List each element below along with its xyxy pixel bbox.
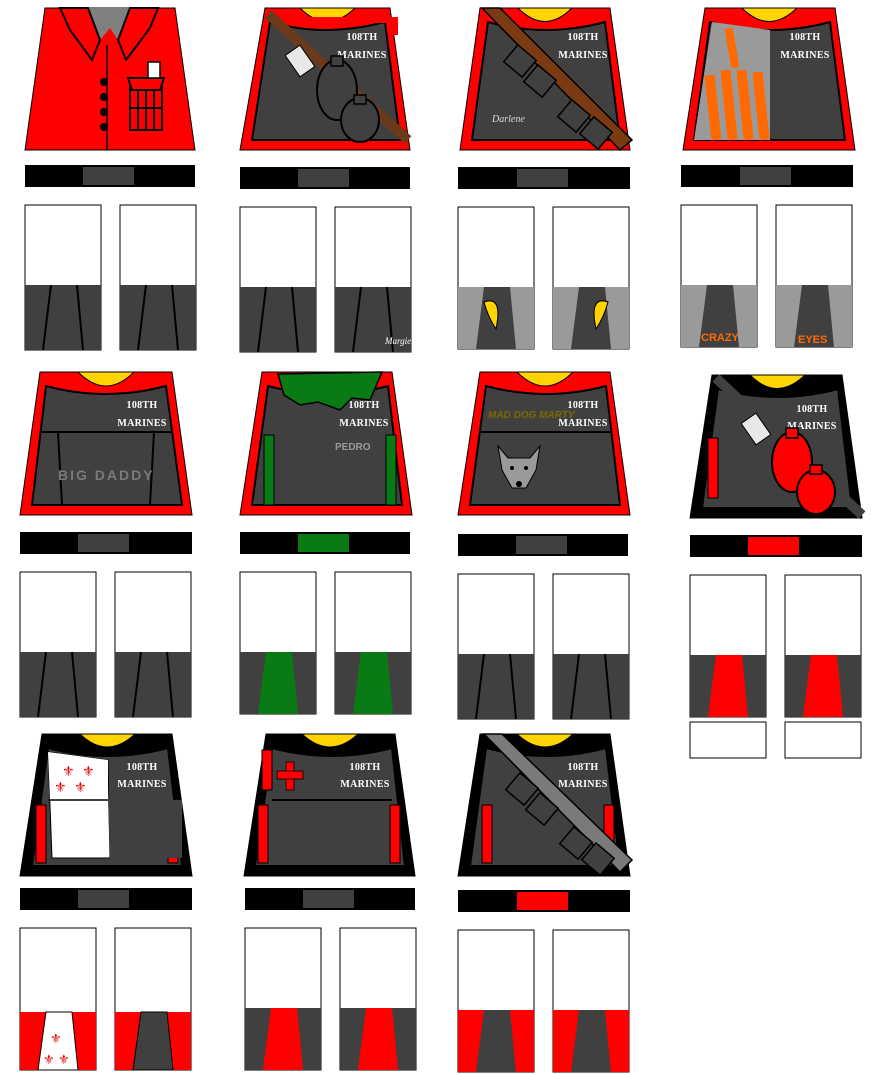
wolf-icon [497,444,541,489]
unit-label-line2: MARINES [558,779,607,790]
legs-light-gray: CRAZY EYES [680,204,853,348]
figure-black-grenadier: 108TH MARINES [689,374,866,759]
torso-red-wolf: 108TH MARINES MAD DOG MARTY [457,371,631,516]
orange-stripes-icon [704,27,770,141]
svg-text:⚜: ⚜ [58,1053,70,1068]
unit-label-line2: MARINES [340,779,389,790]
belt [20,532,192,554]
unit-label-line1: 108TH [797,404,828,415]
unit-label-line2: MARINES [787,421,836,432]
belt [20,888,192,910]
figure-grenadier: 108TH MARINES Margie [239,7,412,353]
unit-label-line1: 108TH [349,400,380,411]
torso-red-grenadier: 108TH MARINES [239,7,412,151]
scarf-icon [277,371,384,411]
grenade-icon [316,55,380,143]
unit-label-line1: 108TH [790,32,821,43]
wing-icon [483,300,499,331]
unit-label-line1: 108TH [350,762,381,773]
figure-pedro: 108TH MARINES PEDRO [239,371,413,715]
torso-name-text: BIG DADDY [58,467,155,483]
unit-label-line1: 108TH [127,762,158,773]
wing-icon [593,300,609,331]
red-cross-icon [276,761,304,791]
svg-text:⚜: ⚜ [74,780,87,796]
torso-red-stripes: 108TH MARINES [682,7,856,151]
legs-wings [457,206,630,350]
torso-name-text: MAD DOG MARTY [488,410,576,421]
unit-label-line1: 108TH [568,400,599,411]
figure-black-bandolier: 108TH MARINES [457,733,634,1073]
legs [19,571,192,718]
unit-label-line1: 108TH [127,400,158,411]
torso-name-text: PEDRO [335,442,371,453]
svg-text:⚜: ⚜ [62,764,75,780]
legs-fleur: ⚜ ⚜ ⚜ [19,927,192,1071]
torso-red-gray: 108TH MARINES BIG DADDY [19,371,193,516]
unit-label-line2: MARINES [339,418,388,429]
belt [25,165,195,187]
torso-red-green: 108TH MARINES PEDRO [239,371,413,516]
torso-red-bandolier: 108TH MARINES Darlene [459,7,634,152]
legs [457,573,630,720]
leg-text-left: CRAZY [701,332,740,344]
svg-text:⚜: ⚜ [43,1053,55,1068]
badge-icon [740,412,772,446]
unit-label-line2: MARINES [780,50,829,61]
badge-icon [284,44,316,78]
belt [690,535,862,557]
unit-label-line2: MARINES [337,50,386,61]
torso-black-cross: 108TH MARINES [243,733,416,877]
legs: Margie [239,206,412,353]
torso-black-grenadier: 108TH MARINES [689,374,866,519]
svg-text:⚜: ⚜ [54,780,67,796]
figure-mad-dog-marty: 108TH MARINES MAD DOG MARTY [457,371,631,720]
pocket-icon [126,61,166,131]
leg-text-right: EYES [798,334,827,346]
unit-label-line1: 108TH [347,32,378,43]
belt [240,167,410,189]
unit-label-line2: MARINES [558,418,607,429]
unit-label-line2: MARINES [117,418,166,429]
figure-officer [24,7,197,351]
figure-darlene: 108TH MARINES Darlene [457,7,634,350]
torso-black-fleur: ⚜ ⚜ ⚜ ⚜ 108TH MARINES [19,733,193,877]
belt [240,532,410,554]
unit-label-line1: 108TH [568,32,599,43]
figure-red-cross: 108TH MARINES [243,733,417,1071]
belt [458,890,630,912]
torso-black-bandolier: 108TH MARINES [457,733,634,877]
torso-name-text: Darlene [491,114,525,125]
bandolier-icon [482,733,634,877]
belt [681,165,853,187]
unit-label-line2: MARINES [117,779,166,790]
legs-red [689,574,862,718]
belt [458,167,630,189]
unit-label-line1: 108TH [568,762,599,773]
leg-name-text: Margie [384,336,411,346]
bandolier-icon [480,7,634,152]
legs-red-side [457,929,630,1073]
legs-green [239,571,412,715]
figure-fleur-de-lis: ⚜ ⚜ ⚜ ⚜ 108TH MARINES ⚜ ⚜ ⚜ [19,733,193,1071]
legs [24,204,197,351]
legs-red [244,927,417,1071]
figure-crazy-eyes: 108TH MARINES CRAZY EYES [680,7,856,348]
torso-red-coat [24,7,196,151]
svg-text:⚜: ⚜ [50,1032,62,1047]
fleur-de-lis-shield-icon: ⚜ ⚜ ⚜ ⚜ [47,751,182,859]
svg-text:⚜: ⚜ [82,764,95,780]
figure-big-daddy: 108TH MARINES BIG DADDY [19,371,193,718]
belt [245,888,415,910]
unit-label-line2: MARINES [558,50,607,61]
hips [689,721,862,759]
belt [458,534,628,556]
grenade-icon [771,427,836,515]
